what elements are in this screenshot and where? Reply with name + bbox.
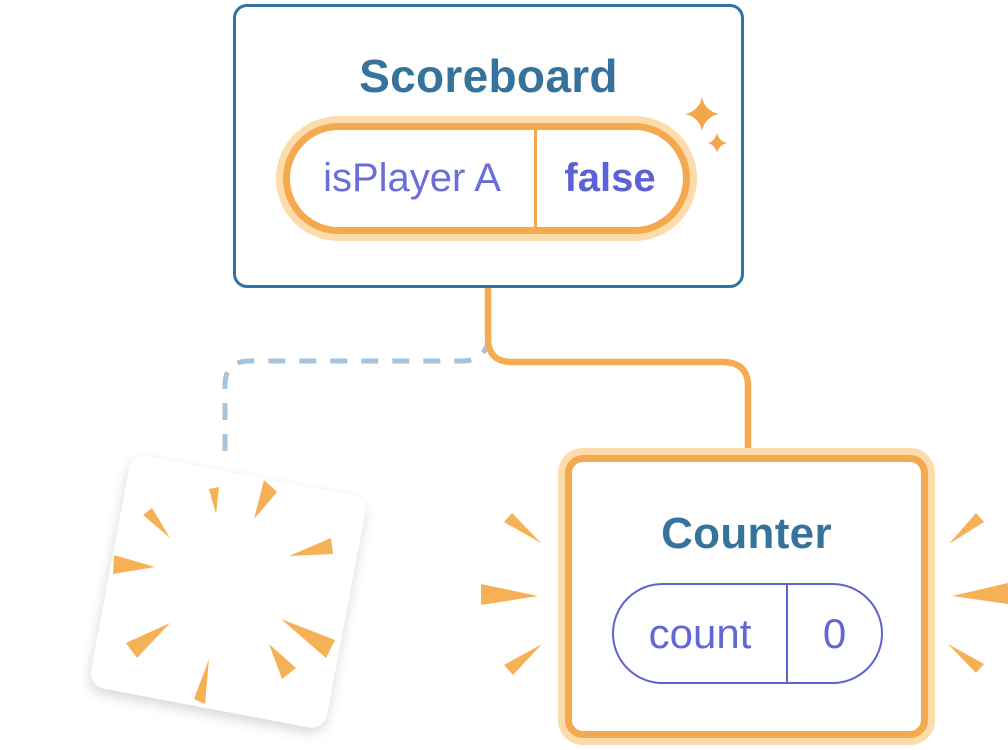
emphasis-rays-left-icon [481, 513, 542, 675]
scoreboard-state-value: false [564, 156, 656, 200]
counter-state-value: 0 [822, 609, 847, 657]
counter-card: Counter count 0 [565, 455, 928, 738]
counter-state-name: count [648, 609, 752, 657]
scoreboard-title: Scoreboard [359, 50, 618, 102]
counter-state-pill: count 0 [612, 583, 883, 684]
pill-divider [786, 585, 788, 682]
emphasis-rays-right-icon [948, 513, 1008, 673]
connector-line-active [484, 283, 752, 458]
scoreboard-state-pill: isPlayer A false [283, 123, 690, 234]
counter-title: Counter [661, 509, 832, 558]
poofed-card [90, 456, 366, 728]
scoreboard-card: Scoreboard isPlayer A false [233, 4, 744, 288]
pill-divider [534, 130, 537, 227]
poof-burst-icon [113, 480, 335, 704]
scoreboard-state-name: isPlayer A [323, 156, 501, 200]
connector-line-removed [222, 336, 492, 464]
